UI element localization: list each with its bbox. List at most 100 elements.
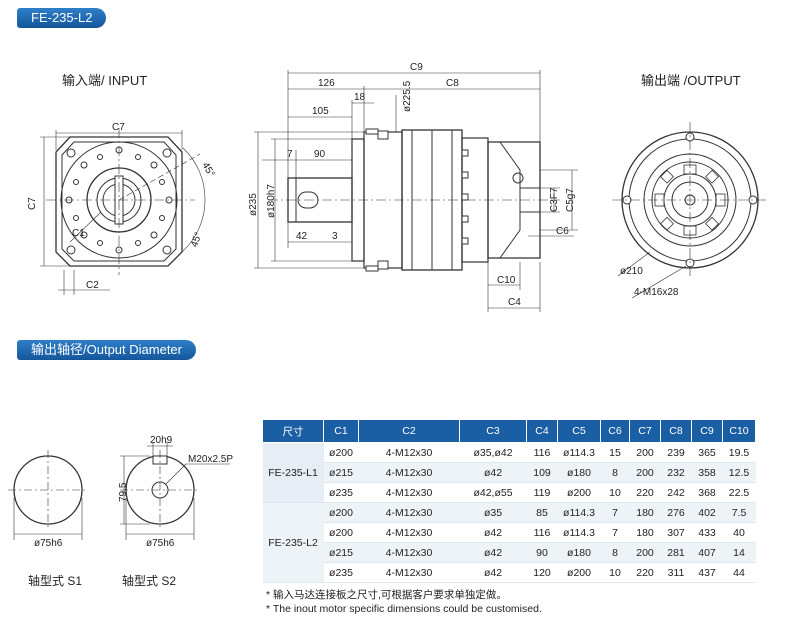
dim-d210: ø210 <box>620 266 643 277</box>
table-cell: 281 <box>660 542 692 563</box>
input-view-label: 输入端/ INPUT <box>62 73 148 88</box>
table-cell: ø42 <box>459 542 527 563</box>
table-cell: 365 <box>691 442 723 463</box>
model-cell: FE-235-L1 <box>262 442 324 503</box>
spec-header-row: 尺寸 C1 C2 C3 C4 C5 C6 C7 C8 C9 C10 <box>262 419 756 443</box>
dim-18: 18 <box>354 92 366 103</box>
table-cell: 368 <box>691 482 723 503</box>
dim-angle-a: 45° <box>199 161 216 180</box>
table-cell: 40 <box>722 522 756 543</box>
table-cell: ø42 <box>459 522 527 543</box>
table-cell: ø35,ø42 <box>459 442 527 463</box>
shaft-s1-label: 轴型式 S1 <box>28 574 83 588</box>
table-cell: ø235 <box>323 562 359 583</box>
table-cell: 407 <box>691 542 723 563</box>
dim-s2-key: 20h9 <box>150 435 173 446</box>
table-cell: 402 <box>691 502 723 523</box>
input-flange-view <box>40 128 206 295</box>
dim-c1: C1 <box>72 228 85 239</box>
shaft-s1-view <box>8 450 88 540</box>
dim-bolts: 4-M16x28 <box>634 287 679 298</box>
table-cell: ø42 <box>459 462 527 483</box>
table-cell: 4-M12x30 <box>358 482 460 503</box>
table-cell: 22.5 <box>722 482 756 503</box>
table-cell: 4-M12x30 <box>358 542 460 563</box>
note-en: * The inout motor specific dimensions co… <box>266 603 542 615</box>
table-cell: ø114.3 <box>557 522 601 543</box>
table-cell: ø215 <box>323 462 359 483</box>
table-cell: 307 <box>660 522 692 543</box>
table-cell: 180 <box>629 522 661 543</box>
table-cell: 242 <box>660 482 692 503</box>
table-cell: 10 <box>600 562 630 583</box>
note-cn: * 输入马达连接板之尺寸,可根据客户要求单独定做。 <box>266 589 507 601</box>
dim-s2-diameter: ø75h6 <box>146 538 175 549</box>
table-cell: ø42 <box>459 562 527 583</box>
header-c10: C10 <box>722 419 756 443</box>
side-section-view <box>254 70 578 312</box>
table-cell: ø114.3 <box>557 502 601 523</box>
table-cell: ø42,ø55 <box>459 482 527 503</box>
model-cell: FE-235-L2 <box>262 502 324 583</box>
dim-c6: C6 <box>556 226 569 237</box>
table-cell: 200 <box>629 542 661 563</box>
table-cell: 4-M12x30 <box>358 562 460 583</box>
dim-7: 7 <box>287 149 293 160</box>
table-cell: 437 <box>691 562 723 583</box>
table-cell: ø200 <box>557 482 601 503</box>
table-cell: ø200 <box>323 502 359 523</box>
section-tag: 输出轴径/Output Diameter <box>17 340 196 360</box>
table-cell: 120 <box>526 562 558 583</box>
table-cell: ø180 <box>557 462 601 483</box>
table-cell: 4-M12x30 <box>358 522 460 543</box>
dim-angle-b: 45° <box>189 231 205 249</box>
model-tag: FE-235-L2 <box>17 8 107 28</box>
dim-c7-side: C7 <box>27 197 38 210</box>
shaft-s2-view <box>120 442 230 540</box>
table-cell: 276 <box>660 502 692 523</box>
dim-42: 42 <box>296 231 308 242</box>
table-cell: 4-M12x30 <box>358 462 460 483</box>
dim-d225: ø225.5 <box>402 80 413 112</box>
table-cell: 4-M12x30 <box>358 502 460 523</box>
table-cell: 4-M12x30 <box>358 442 460 463</box>
table-cell: 311 <box>660 562 692 583</box>
table-cell: 232 <box>660 462 692 483</box>
table-cell: 8 <box>600 462 630 483</box>
dim-c4: C4 <box>508 297 521 308</box>
table-cell: 85 <box>526 502 558 523</box>
table-cell: 19.5 <box>722 442 756 463</box>
table-row: FE-235-L1 ø200 4-M12x30 ø35,ø42 116 ø114… <box>262 442 756 503</box>
dim-90: 90 <box>314 149 326 160</box>
header-c8: C8 <box>660 419 692 443</box>
table-cell: 433 <box>691 522 723 543</box>
header-c2: C2 <box>358 419 460 443</box>
header-c3: C3 <box>459 419 527 443</box>
table-row: FE-235-L2 ø200 4-M12x30 ø35 85 ø114.3 7 … <box>262 502 756 583</box>
spec-table: 尺寸 C1 C2 C3 C4 C5 C6 C7 C8 C9 C10 FE-235… <box>262 419 756 583</box>
dim-c8: C8 <box>446 78 459 89</box>
table-cell: 14 <box>722 542 756 563</box>
dim-c3: C3F7 <box>549 187 560 212</box>
table-cell: ø235 <box>323 482 359 503</box>
dim-c10: C10 <box>497 275 516 286</box>
header-c1: C1 <box>323 419 359 443</box>
table-cell: 8 <box>600 542 630 563</box>
header-c9: C9 <box>691 419 723 443</box>
dim-d180: ø180h7 <box>266 184 277 218</box>
output-flange-view <box>612 122 768 299</box>
table-cell: 180 <box>629 502 661 523</box>
table-cell: 10 <box>600 482 630 503</box>
table-cell: 44 <box>722 562 756 583</box>
table-row: ø200 4-M12x30 ø42 116 ø114.3 7 180 307 4… <box>263 522 756 543</box>
dim-d235: ø235 <box>248 193 259 216</box>
header-c7: C7 <box>629 419 661 443</box>
header-c6: C6 <box>600 419 630 443</box>
table-cell: 7.5 <box>722 502 756 523</box>
table-row: ø235 4-M12x30 ø42,ø55 119 ø200 10 220 24… <box>263 482 756 503</box>
header-c5: C5 <box>557 419 601 443</box>
table-cell: ø200 <box>323 522 359 543</box>
table-cell: ø35 <box>459 502 527 523</box>
dim-s2-height: 79.5 <box>118 482 129 502</box>
